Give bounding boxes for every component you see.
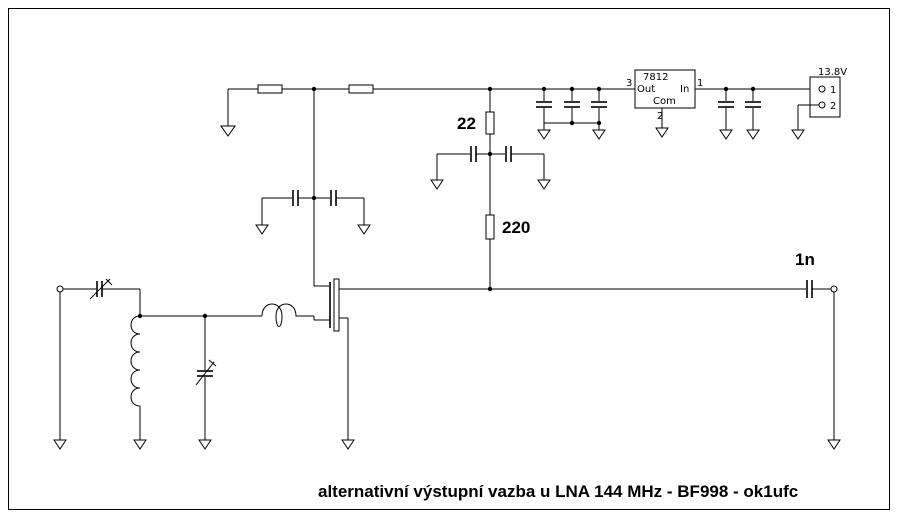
regulator-pin-in: 1 [697,78,703,89]
input-network [53,278,315,450]
resistor-220 [485,214,495,240]
regulator-pin-out: 3 [626,78,632,89]
regulator-out-label: Out [637,84,655,95]
supply-voltage-label: 13.8V [818,67,847,78]
label-c-out: 1n [795,250,815,269]
drain-feed-branch [430,89,551,292]
input-inductor [130,315,141,407]
regulator-in-label: In [680,84,689,95]
diagram-frame [8,8,890,510]
label-r220: 220 [502,218,530,237]
top-rail [227,84,632,126]
regulator-output-caps [536,86,607,140]
diagram-caption: alternativní výstupní vazba u LNA 144 MH… [318,482,798,501]
regulator-pin-com: 2 [657,111,663,122]
resistor-r1 [257,84,283,94]
connector-pin-1: 1 [830,85,836,96]
output-coupling [490,280,841,450]
power-connector: 13.8V 1 2 [791,67,847,140]
resistor-r2 [348,84,374,94]
connector-pin-2: 2 [830,101,836,112]
decoupling-caps-left [255,190,371,235]
label-r22: 22 [457,114,476,133]
regulator-name: 7812 [643,72,668,83]
resistor-22 [485,111,495,135]
regulator-input-caps [695,86,817,140]
ground-symbol [220,125,236,137]
regulator-com-label: Com [653,96,676,107]
voltage-regulator: 7812 Out In Com 3 1 2 [626,69,703,138]
mosfet-bf998 [314,278,490,450]
